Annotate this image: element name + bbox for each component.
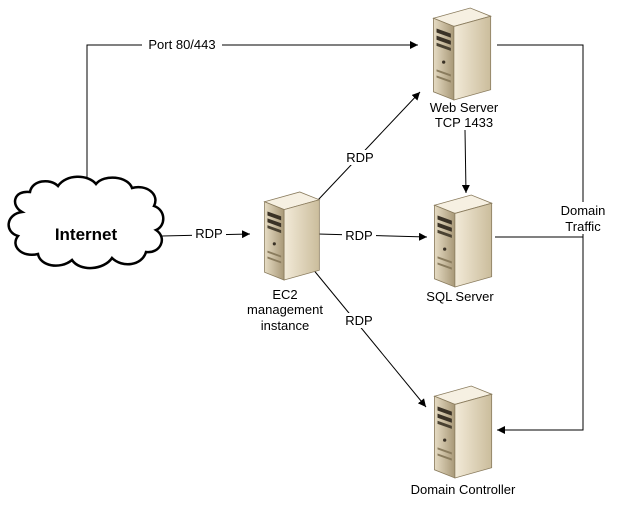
ec2-node: EC2 management instance xyxy=(247,287,323,333)
edge-label-ec2-sql: RDP xyxy=(345,228,372,243)
ec2-label-line3: instance xyxy=(261,318,309,333)
internet-node: Internet xyxy=(7,175,165,270)
sql-server-node: SQL Server xyxy=(426,289,494,304)
cloud-icon xyxy=(7,175,165,270)
sql-server-label: SQL Server xyxy=(426,289,494,304)
server-tower-icon xyxy=(433,194,493,288)
server-tower-icon xyxy=(264,191,320,281)
connector-web-sql xyxy=(461,129,470,194)
ec2-label-line2: management xyxy=(247,302,323,317)
domain-controller-node: Domain Controller xyxy=(411,482,516,497)
edge-label-ec2-dc: RDP xyxy=(345,313,372,328)
server-tower-icon xyxy=(433,385,493,479)
web-server-label-line1: Web Server xyxy=(430,100,499,115)
edge-label-domain-line2: Traffic xyxy=(565,219,601,234)
ec2-label-line1: EC2 xyxy=(272,287,297,302)
edge-label-port: Port 80/443 xyxy=(148,37,215,52)
edge-label-domain-line1: Domain xyxy=(561,203,606,218)
edge-label-ec2-web: RDP xyxy=(346,150,373,165)
web-server-node: Web Server TCP 1433 xyxy=(430,100,499,130)
domain-controller-label: Domain Controller xyxy=(411,482,516,497)
connector-ec2-web xyxy=(317,91,421,201)
connector-internet-web xyxy=(86,41,418,200)
edge-label-internet-ec2: RDP xyxy=(195,226,222,241)
internet-label: Internet xyxy=(55,225,118,244)
server-tower-icon xyxy=(432,7,492,101)
connector-ec2-dc xyxy=(311,267,427,408)
web-server-label-line2: TCP 1433 xyxy=(435,115,493,130)
